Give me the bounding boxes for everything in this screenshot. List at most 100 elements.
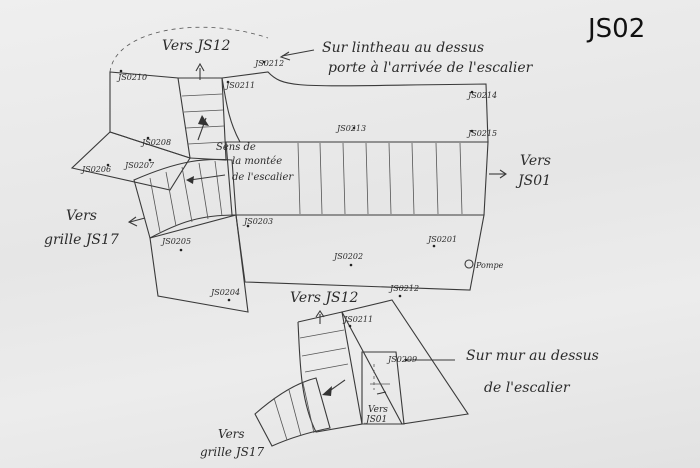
note-lintheau-line2: porte à l'arrivée de l'escalier [328,60,534,76]
label-vers-js01-1: Vers [520,153,551,169]
point-js0204 [227,298,231,302]
note-mur-line2: de l'escalier [484,380,571,396]
stair-step [183,109,224,113]
label-js0213: JS0213 [335,124,366,133]
sens-line2: la montée [232,156,282,167]
label-b-vers-js12: Vers JS12 [290,290,359,306]
label-b-js0211: JS0211 [342,315,373,324]
point-js0212 [262,60,266,64]
label-js0215: JS0215 [466,129,497,138]
arrow-js17 [129,217,146,223]
top-plan: JS0210 JS0212 JS0211 JS0214 JS0213 JS021… [44,26,551,313]
point-b-js0212 [398,294,402,298]
point-js0201 [432,244,436,248]
label-b-vers-js01-1: Vers [368,405,388,415]
label-b-js0209: JS0209 [386,355,417,364]
stair-step [411,142,415,215]
arrowhead [499,169,507,179]
label-js0207: JS0207 [123,161,155,170]
label-js0211: JS0211 [224,81,255,90]
label-pompe: Pompe [475,261,504,270]
stair-step [288,389,302,437]
label-b-vers-js01-2: JS01 [364,415,387,425]
point-js0207 [148,158,152,162]
room-js0205 [149,214,249,313]
room-js0202 [235,214,485,291]
bottom-plan: JS0212 JS0211 JS0209 Vers JS12 Vers JS01… [200,284,599,459]
point-js0213 [352,126,356,130]
stair-step [319,142,323,215]
label-js0203: JS0203 [242,217,273,226]
stair-step [149,177,161,233]
stair-step [181,93,223,97]
bottom-stair-box [361,351,405,425]
point-b-js0211 [348,324,352,328]
arrowhead [322,386,332,396]
point-js0214 [470,90,474,94]
label-js0214: JS0214 [466,91,497,100]
point-js0206 [106,163,110,167]
label-js0202: JS0202 [332,252,363,261]
point-js0208 [146,136,150,140]
stair-step [302,382,315,434]
point-b-js0209 [404,358,408,362]
bottom-stair-upper [297,311,363,433]
ascent-arrow-2 [189,174,226,181]
stair-step [185,125,225,129]
sens-line3: de l'escalier [232,172,294,183]
label-b-vers-js17-1: Vers [218,427,245,441]
curved-stair [133,158,237,239]
stair-step [388,142,392,215]
point-js0211 [226,80,230,84]
point-js0203 [246,224,250,228]
stair-step [459,142,463,215]
point-js0205 [179,248,183,252]
label-js0210: JS0210 [116,73,147,82]
stair-step [187,141,226,145]
label-vers-js17-1: Vers [66,208,97,224]
label-vers-js17-2: grille JS17 [44,232,119,248]
bottom-stair-lower [254,377,331,447]
stair-step [299,329,345,339]
label-js0204: JS0204 [209,288,240,297]
arrowhead [186,176,194,184]
bottom-room [341,299,469,425]
door-arc [109,26,269,73]
room-js0206 [70,131,191,191]
label-js0205: JS0205 [160,237,191,246]
pump-symbol [464,259,474,269]
stair-steps [297,142,463,215]
label-js0206: JS0206 [80,165,111,174]
upper-corridor [221,71,489,143]
stair-step [198,162,209,220]
point-js0210 [119,69,123,73]
note-arrow [281,49,315,57]
stair-step [181,166,193,223]
ascent-arrowhead [198,115,209,126]
note-lintheau-line1: Sur lintheau au dessus [322,40,484,56]
sheet-title: JS02 [586,14,645,44]
sens-line1: Sens de [216,142,256,153]
stair-step [165,171,177,227]
point-js0202 [349,263,353,267]
label-js0201: JS0201 [426,235,457,244]
stair-step [435,142,439,215]
stair-step [365,142,369,215]
point-js0215 [470,129,474,133]
note-mur-line1: Sur mur au dessus [466,348,599,364]
stair-step [214,160,223,217]
stair-step [301,347,347,357]
label-vers-js12: Vers JS12 [162,38,231,54]
label-b-vers-js17-2: grille JS17 [200,445,265,459]
arrowhead [315,310,325,318]
label-js0208: JS0208 [140,138,171,147]
stair-step [342,142,346,215]
arrowhead [195,62,205,72]
stair-step [304,363,349,373]
arrowhead [279,51,291,61]
label-js0212: JS0212 [253,59,284,68]
arrowhead [376,391,387,395]
arrowhead [127,216,138,227]
